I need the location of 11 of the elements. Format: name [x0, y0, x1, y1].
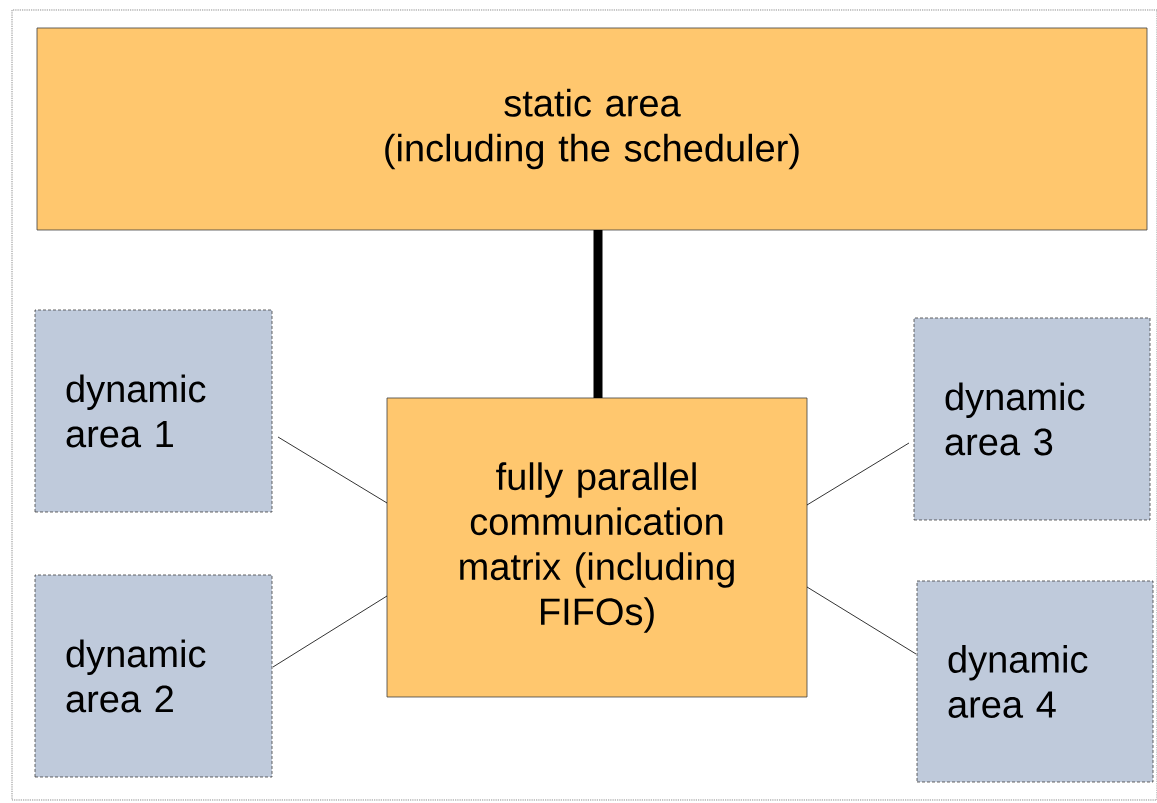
- area-box: dynamic area 1: [34, 309, 273, 513]
- connector-line: [277, 436, 388, 504]
- area-box: dynamic area 3: [913, 317, 1151, 521]
- process-box: static area (including the scheduler): [36, 27, 1148, 231]
- connector-line: [272, 595, 388, 668]
- process-box: fully parallel communication matrix (including FIFOs): [386, 397, 808, 698]
- area-box: dynamic area 4: [916, 580, 1154, 783]
- connector-line: [806, 442, 910, 506]
- connector-bar: [593, 230, 603, 398]
- area-box: dynamic area 2: [34, 574, 273, 778]
- connector-line: [806, 586, 917, 655]
